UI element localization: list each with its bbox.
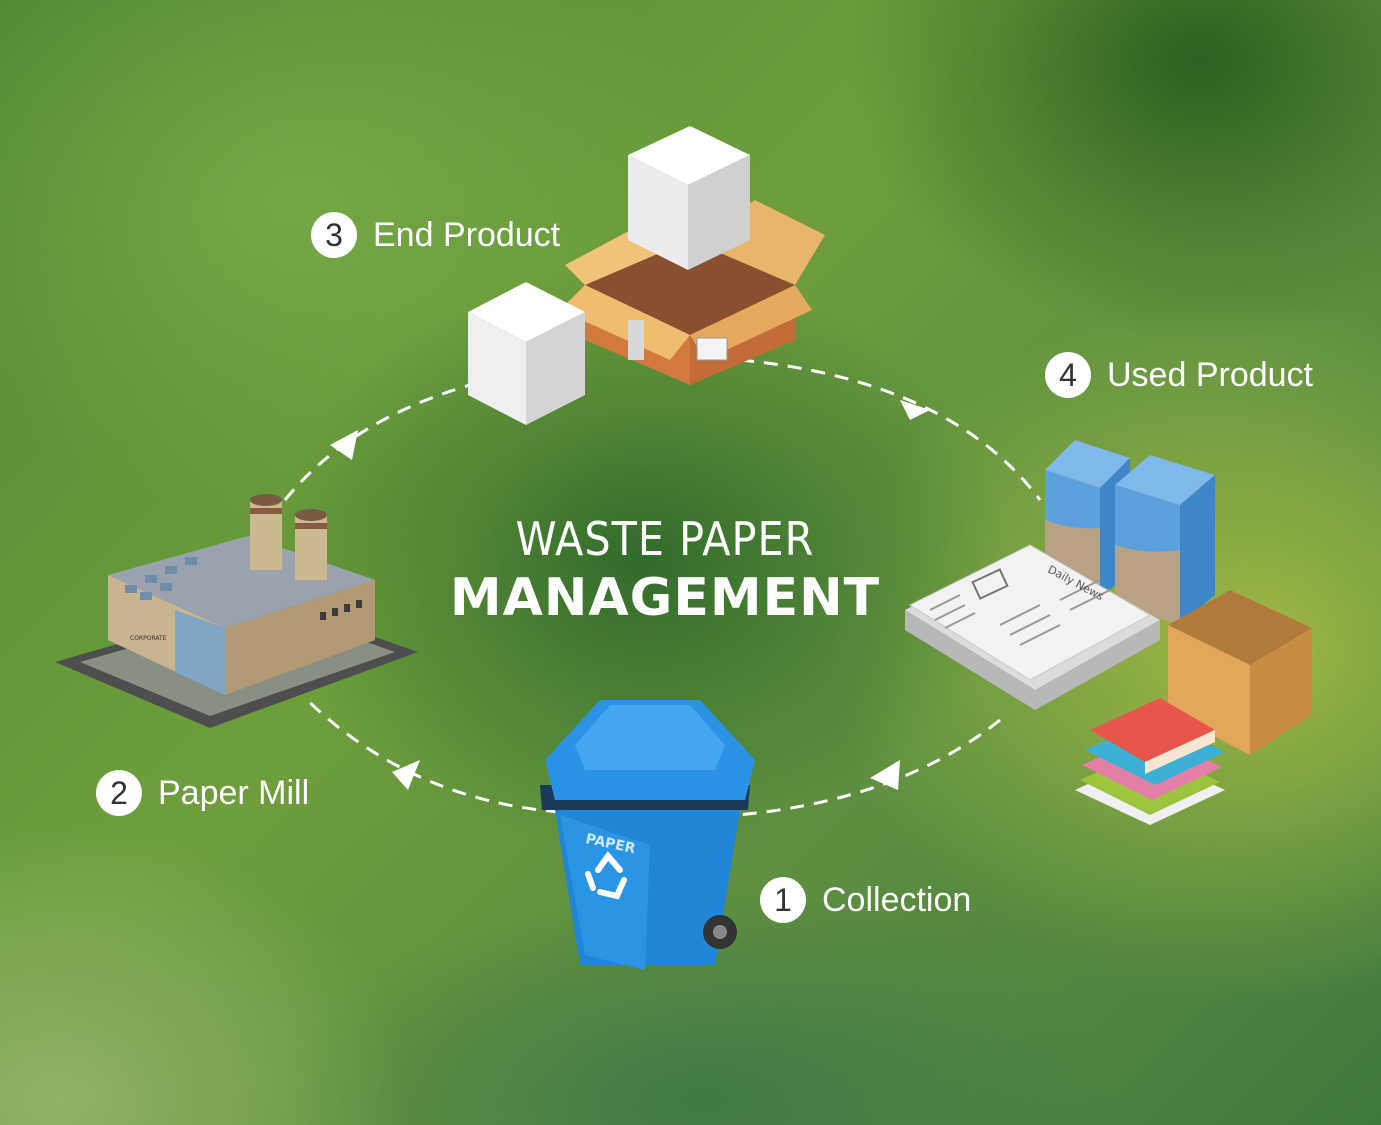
step-label: Paper Mill xyxy=(158,773,310,812)
used-product-illustration: Daily News xyxy=(905,440,1312,825)
step-number-badge: 3 xyxy=(311,212,357,258)
step-label: Collection xyxy=(822,880,972,919)
diagram-title-line2: MANAGEMENT xyxy=(449,568,881,628)
step-used-product: 4 Used Product xyxy=(1045,352,1313,398)
step-collection: 1 Collection xyxy=(760,877,971,923)
arrow-icon xyxy=(392,760,420,790)
arrow-used-to-collection xyxy=(737,718,1001,817)
arrow-icon xyxy=(870,760,900,790)
step-end-product: 3 End Product xyxy=(311,212,560,258)
step-label: Used Product xyxy=(1107,355,1313,394)
arrow-icon xyxy=(330,430,358,460)
step-number-badge: 1 xyxy=(760,877,806,923)
diagram-title-line1: WASTE PAPER xyxy=(515,512,815,566)
arrow-end-to-used xyxy=(739,358,1042,501)
step-label: End Product xyxy=(373,215,561,254)
step-paper-mill: 2 Paper Mill xyxy=(96,770,309,816)
arrow-collection-to-mill xyxy=(303,696,561,814)
paper-mill-illustration: CORPORATE xyxy=(55,494,418,728)
mill-sign: CORPORATE xyxy=(130,635,167,642)
step-number-badge: 4 xyxy=(1045,352,1091,398)
arrow-icon xyxy=(900,400,930,420)
end-product-illustration xyxy=(468,126,825,425)
recycle-icon xyxy=(585,851,627,900)
recycle-bin-illustration: PAPER xyxy=(540,700,755,970)
arrow-mill-to-end xyxy=(283,383,471,501)
step-number-badge: 2 xyxy=(96,770,142,816)
